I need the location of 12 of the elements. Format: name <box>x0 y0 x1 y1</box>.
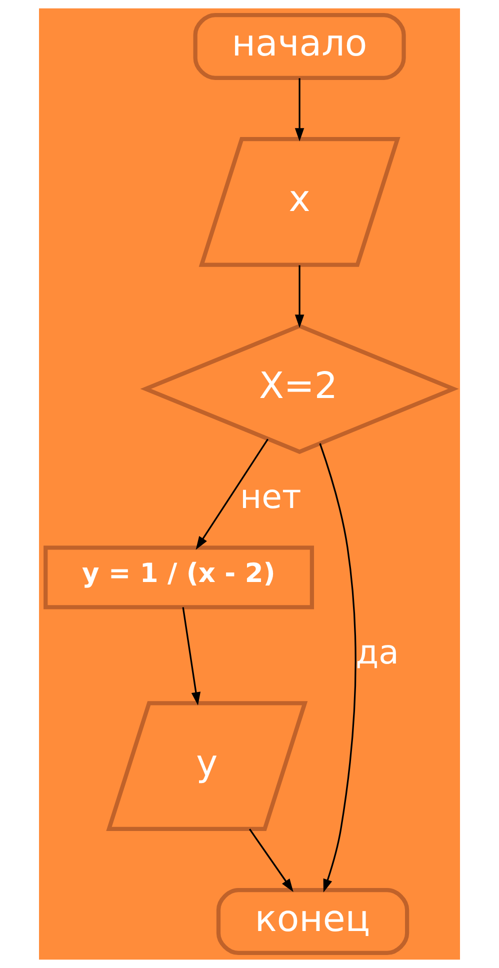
arrow <box>196 438 268 550</box>
node-box: y = 1 / (x - 2) <box>44 546 314 610</box>
node-box: начало <box>193 12 406 80</box>
node-box: конец <box>216 888 410 956</box>
arrow <box>294 78 304 142</box>
edge-label: да <box>356 632 399 672</box>
arrow <box>248 828 294 892</box>
arrow <box>294 265 304 328</box>
edge-label: нет <box>240 476 302 516</box>
node-diamond: X=2 <box>140 324 459 454</box>
arrow <box>319 443 356 892</box>
arrow <box>182 607 201 706</box>
